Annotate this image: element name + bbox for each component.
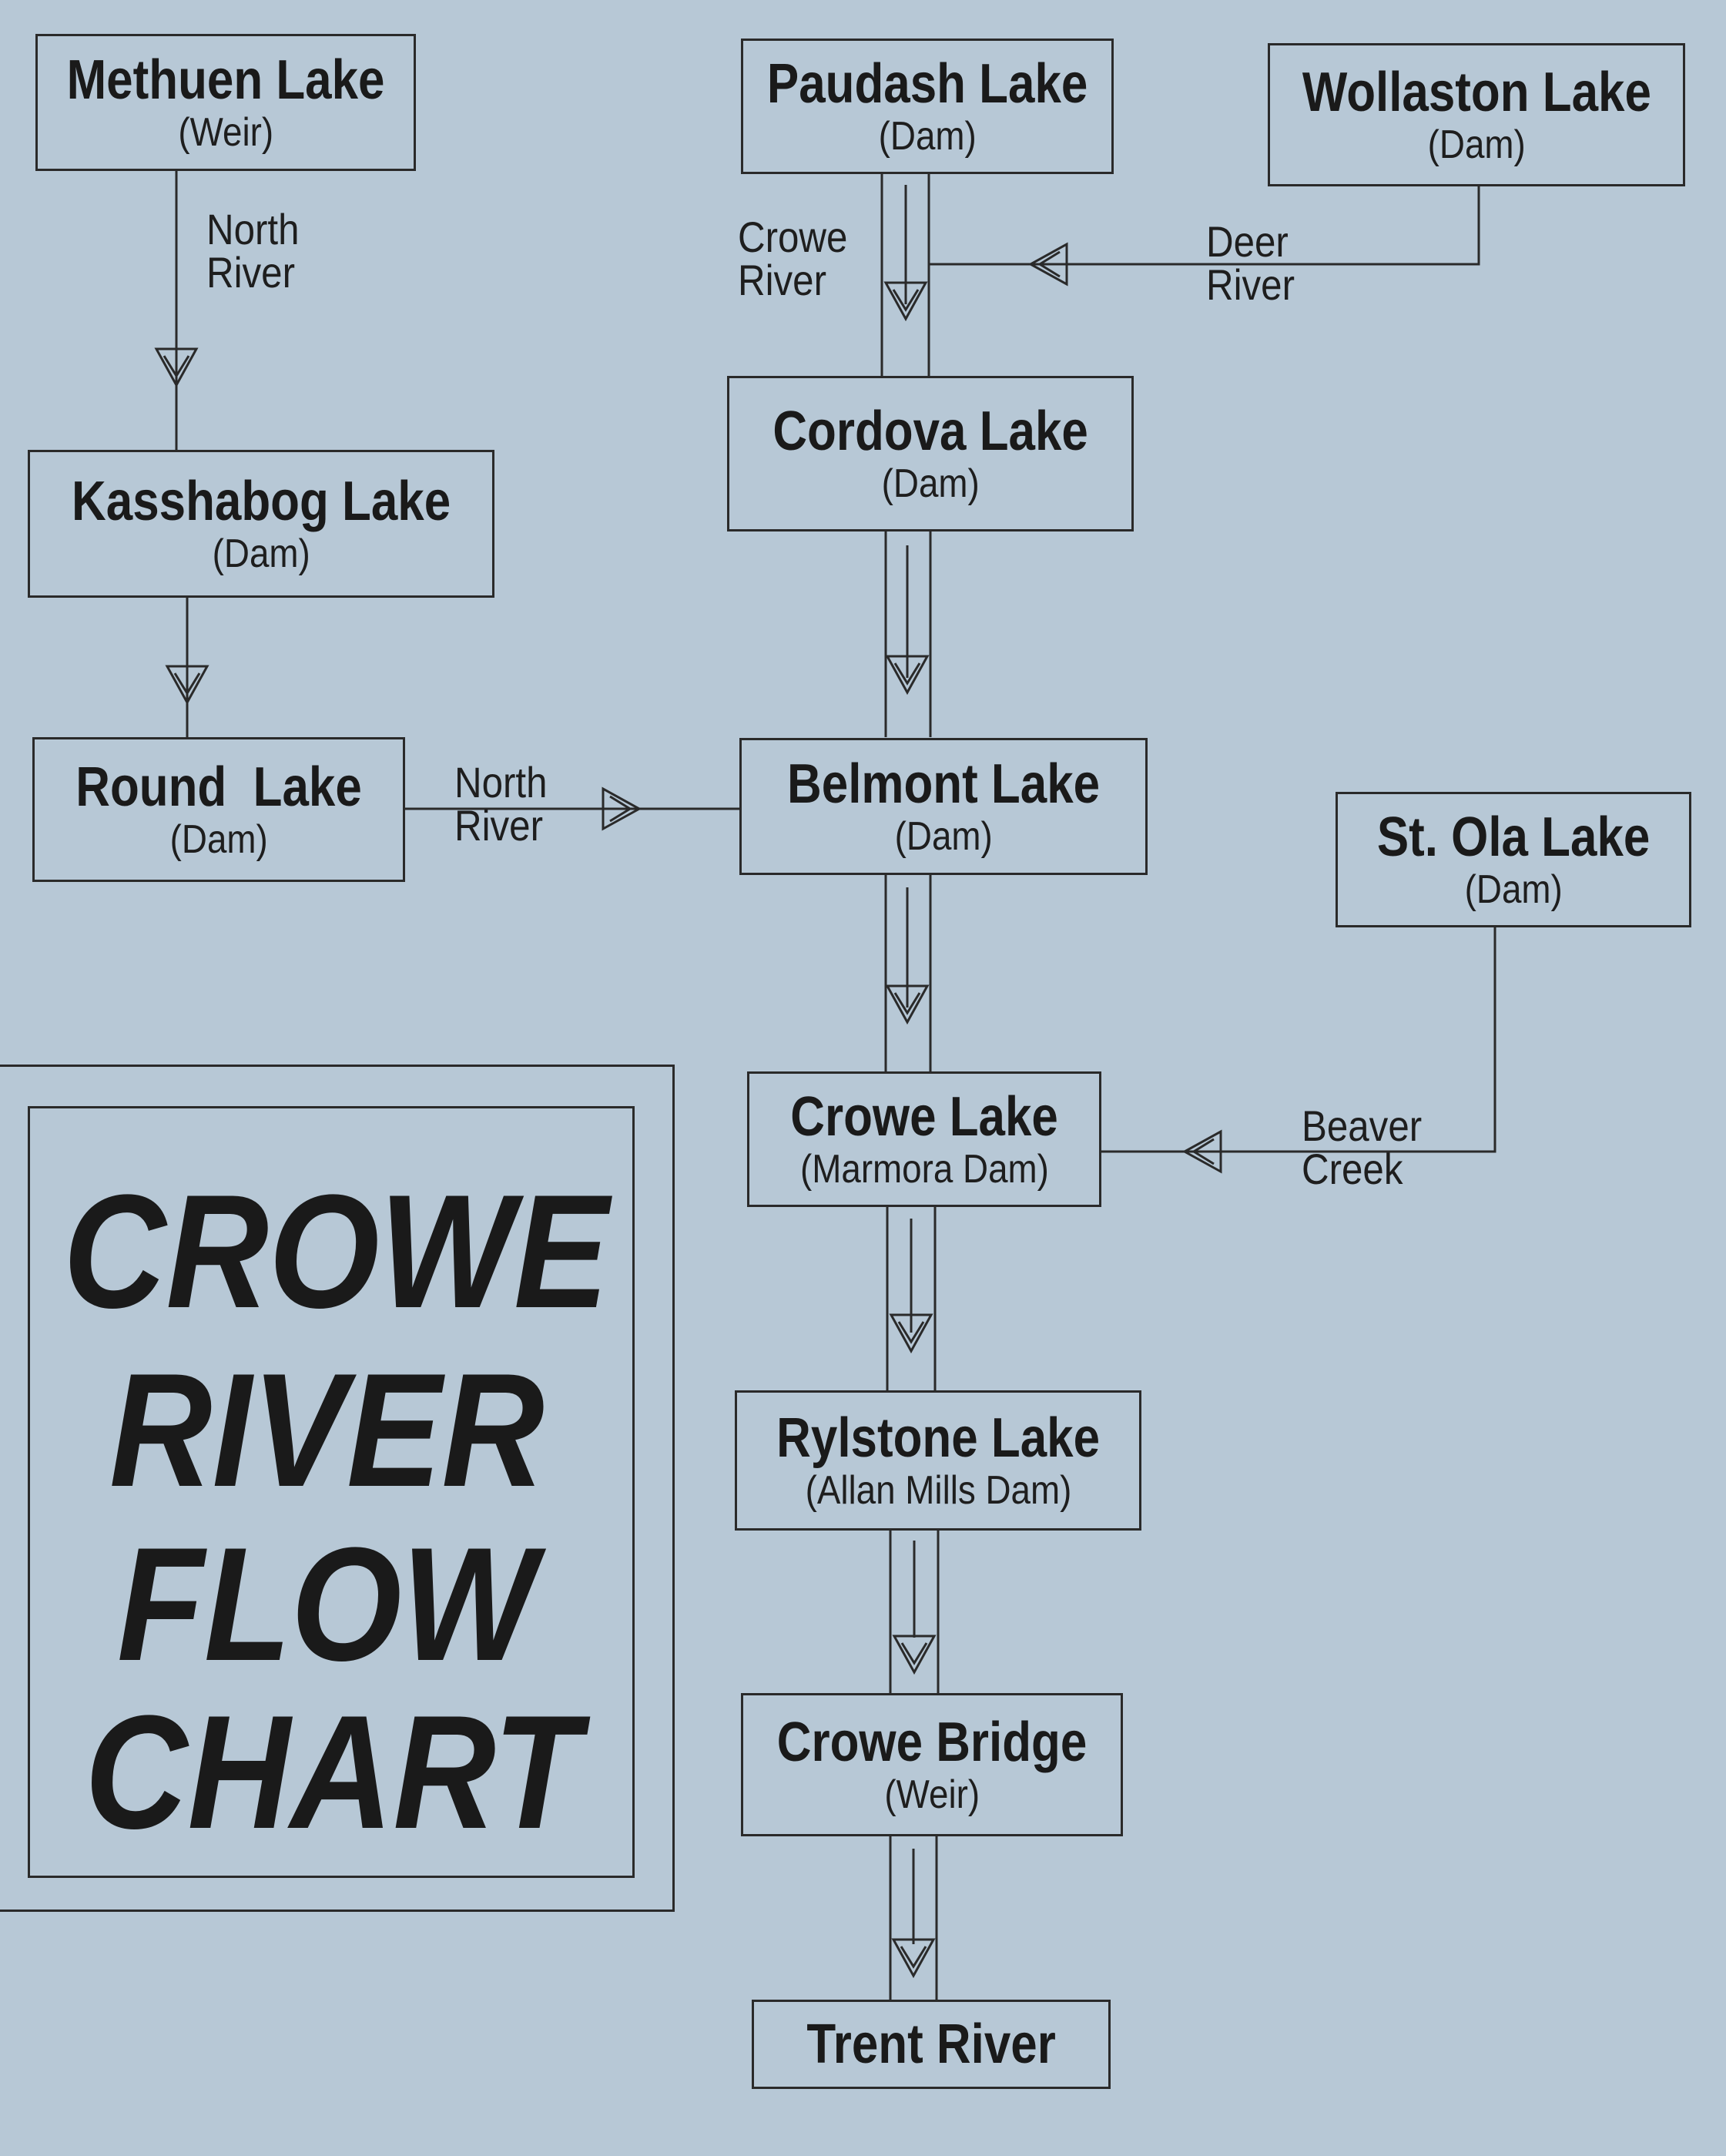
node-name: Round Lake (75, 756, 362, 818)
flow-arrow (883, 281, 928, 322)
edge-label-north-river: North River (206, 208, 300, 294)
edge-label-north-river: North River (454, 761, 548, 847)
node-trent-river: Trent River (752, 2000, 1111, 2089)
flow-arrow (891, 1938, 936, 1979)
node-name: Wollaston Lake (1302, 62, 1651, 123)
node-round-lake: Round Lake (Dam) (32, 737, 405, 882)
flow-arrow (885, 655, 930, 696)
edge-label-line: River (454, 801, 544, 850)
flow-arrow (165, 665, 209, 706)
chart-title-line: CHART (85, 1682, 581, 1863)
edge-label-line: North (206, 205, 300, 253)
node-subtitle: (Allan Mills Dam) (805, 1468, 1071, 1513)
flow-arrow (1027, 242, 1068, 287)
node-subtitle: (Dam) (169, 817, 268, 862)
chart-title-line: RIVER (109, 1340, 545, 1521)
edge-label-line: River (738, 256, 827, 304)
node-subtitle: (Dam) (1427, 122, 1526, 167)
node-subtitle: (Dam) (1464, 867, 1563, 912)
node-subtitle: (Dam) (894, 814, 993, 859)
node-paudash-lake: Paudash Lake (Dam) (741, 39, 1114, 174)
edge-label-crowe-river: Crowe River (738, 216, 847, 302)
node-cordova-lake: Cordova Lake (Dam) (727, 376, 1134, 531)
node-subtitle: (Weir) (884, 1772, 980, 1817)
flow-arrow (154, 347, 199, 388)
chart-title-line: CROWE (63, 1161, 609, 1342)
node-subtitle: (Dam) (212, 531, 310, 576)
node-subtitle: (Marmora Dam) (799, 1147, 1049, 1192)
edge-label-line: Creek (1302, 1145, 1403, 1193)
edge-label-line: Beaver (1302, 1101, 1423, 1150)
node-name: Paudash Lake (766, 53, 1088, 115)
flow-arrow (885, 984, 930, 1025)
node-subtitle: (Dam) (881, 461, 980, 506)
node-name: Kasshabog Lake (71, 471, 451, 532)
edge-label-line: Deer (1206, 217, 1289, 266)
node-name: St. Ola Lake (1376, 806, 1651, 868)
flow-arrow (1181, 1129, 1222, 1174)
node-name: Crowe Lake (790, 1086, 1058, 1148)
node-kasshabog-lake: Kasshabog Lake (Dam) (28, 450, 494, 598)
node-crowe-bridge: Crowe Bridge (Weir) (741, 1693, 1123, 1836)
node-st-ola-lake: St. Ola Lake (Dam) (1336, 792, 1691, 927)
edge-label-deer-river: Deer River (1206, 220, 1295, 307)
node-wollaston-lake: Wollaston Lake (Dam) (1268, 43, 1685, 186)
chart-title-line: FLOW (117, 1514, 536, 1695)
flow-arrow (892, 1635, 937, 1675)
node-name: Rylstone Lake (776, 1407, 1100, 1469)
node-name: Belmont Lake (786, 753, 1101, 815)
node-name: Crowe Bridge (776, 1712, 1088, 1773)
edge-label-line: River (1206, 260, 1295, 309)
node-name: Trent River (806, 2013, 1056, 2075)
flow-arrow (889, 1313, 933, 1354)
node-subtitle: (Dam) (878, 114, 977, 159)
node-name: Methuen Lake (66, 49, 385, 111)
edge-label-line: North (454, 758, 548, 806)
node-subtitle: (Weir) (178, 110, 273, 155)
edge-label-beaver-creek: Beaver Creek (1302, 1105, 1422, 1191)
node-rylstone-lake: Rylstone Lake (Allan Mills Dam) (735, 1390, 1141, 1531)
node-crowe-lake: Crowe Lake (Marmora Dam) (747, 1071, 1101, 1207)
title-frame-outer (0, 1065, 675, 1912)
node-methuen-lake: Methuen Lake (Weir) (35, 34, 416, 171)
flow-arrow (602, 786, 642, 831)
edge-label-line: Crowe (738, 213, 848, 261)
node-name: Cordova Lake (773, 401, 1088, 462)
edge-label-line: River (206, 248, 296, 297)
node-belmont-lake: Belmont Lake (Dam) (739, 738, 1148, 875)
title-frame-inner (28, 1106, 635, 1878)
